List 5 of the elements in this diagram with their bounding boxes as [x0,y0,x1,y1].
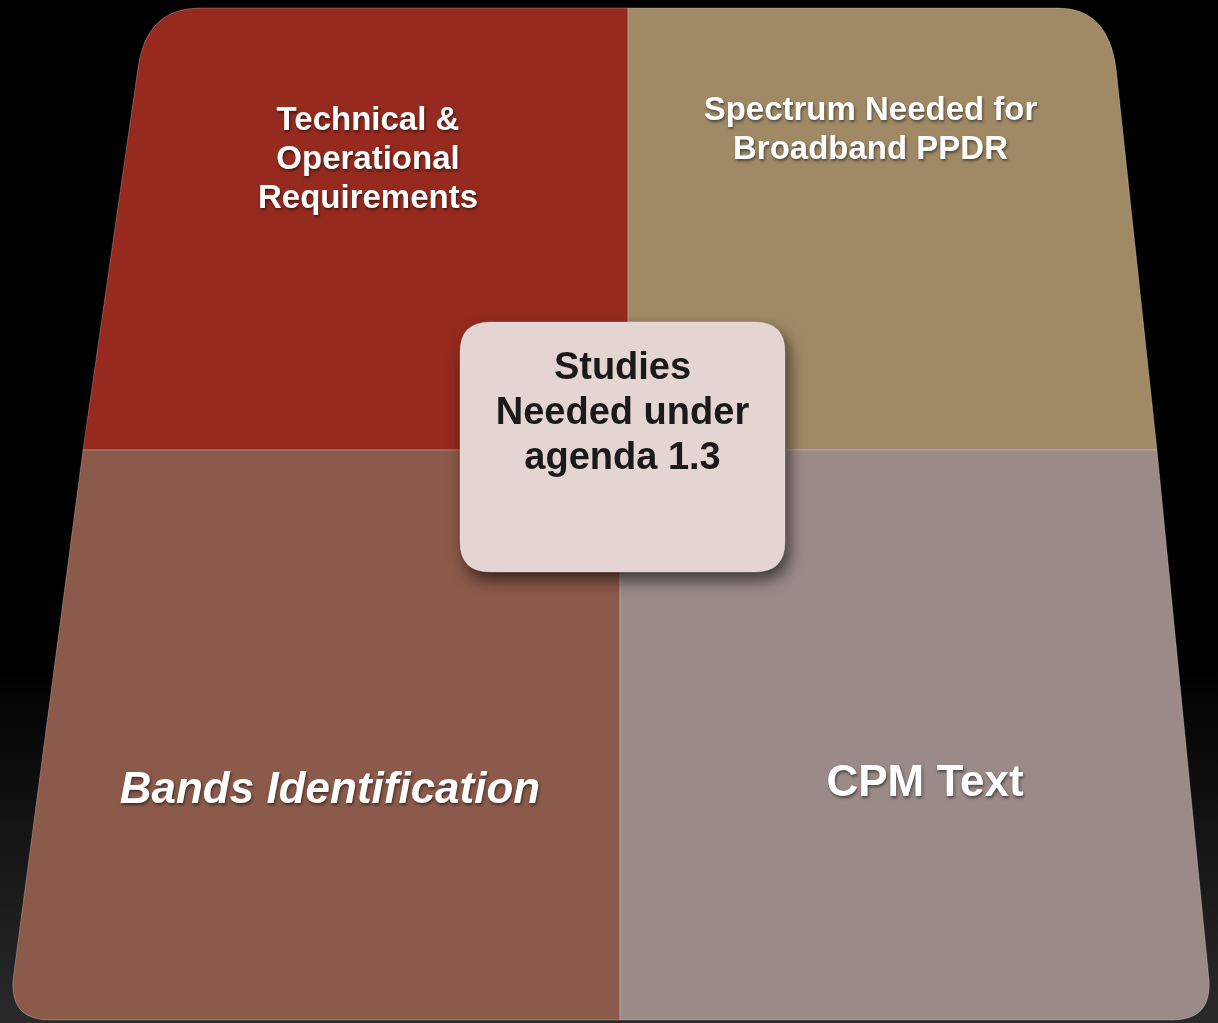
quadrant-title: Spectrum Needed for Broadband PPDR [702,90,1039,168]
quadrant-title: Technical & Operational Requirements [256,100,480,217]
center-title: Studies Needed under agenda 1.3 [494,344,751,479]
quadrant-title: Bands Identification [118,762,542,814]
quadrant-title: CPM Text [825,755,1025,807]
